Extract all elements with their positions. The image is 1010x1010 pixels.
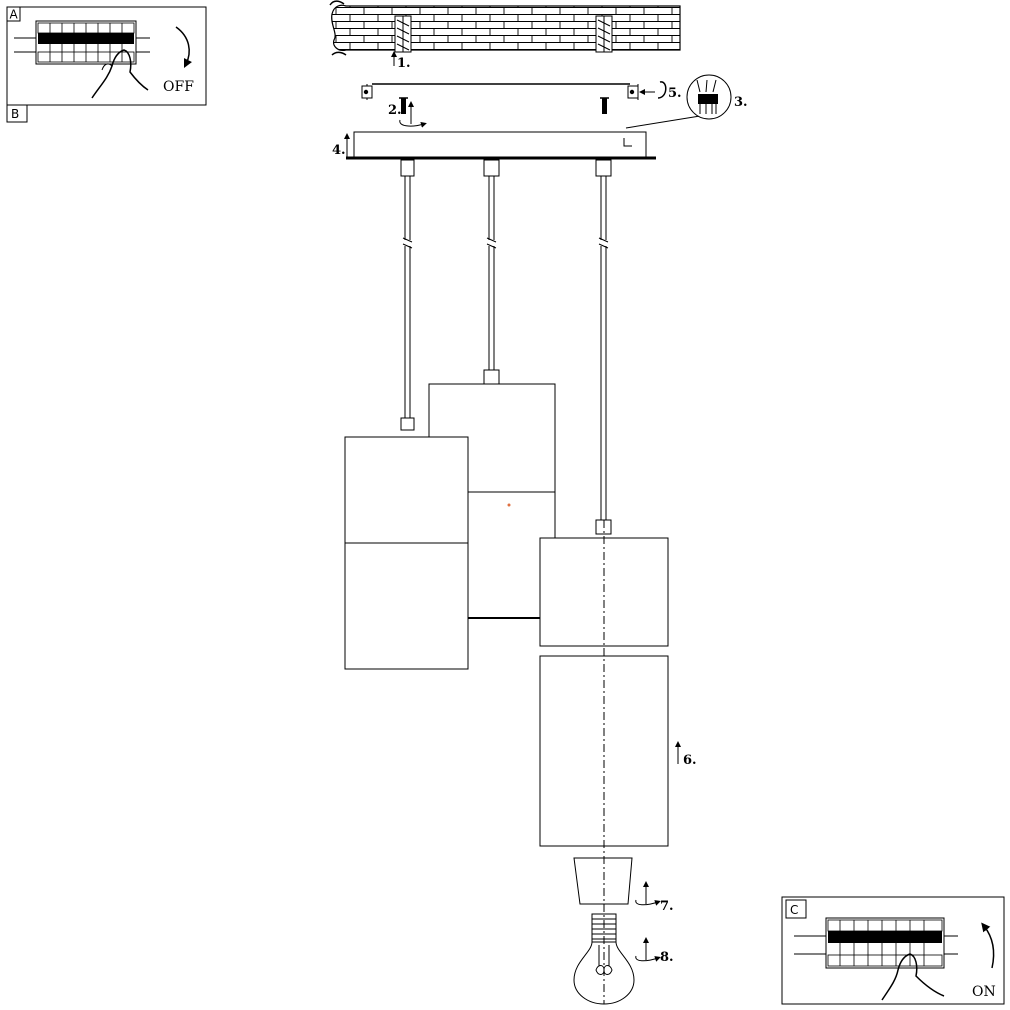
step-1-label: 1. <box>397 56 411 71</box>
lamp-ring-icon <box>573 857 633 905</box>
step-3-label: 3. <box>734 95 748 110</box>
hand-icon <box>881 953 945 1001</box>
pendant-cable-left <box>400 159 415 431</box>
panel-b-tag: B <box>11 107 19 121</box>
breaker-on-panel: C ON <box>781 896 1005 1005</box>
panel-c-tag: C <box>790 903 798 917</box>
hand-icon <box>91 49 149 99</box>
mounting-bracket-icon <box>361 83 639 100</box>
step-8-label: 8. <box>660 950 674 965</box>
wiring-detail-icon <box>625 74 732 129</box>
ceiling-brick-icon <box>329 0 681 56</box>
panel-a-state: OFF <box>163 79 194 95</box>
breaker-block-icon <box>794 917 958 969</box>
breaker-block-icon <box>14 20 150 65</box>
breaker-off-panel: A B OFF <box>6 6 207 123</box>
rotate-down-arrow-icon <box>175 26 193 69</box>
canopy-icon <box>346 131 656 160</box>
panel-c-state: ON <box>972 984 996 1000</box>
rotate-arrow-icon <box>399 119 427 128</box>
screw-icon <box>399 97 408 114</box>
wall-plug-icon <box>595 15 613 53</box>
step-6-label: 6. <box>683 753 697 768</box>
rotate-up-arrow-icon <box>981 922 995 969</box>
pendant-cable-right <box>595 159 612 535</box>
rotate-arrow-icon <box>635 899 661 906</box>
step-4-label: 4. <box>332 143 346 158</box>
rotate-arrow-icon <box>657 81 667 99</box>
step-2-label: 2. <box>388 103 402 118</box>
step-7-label: 7. <box>660 899 674 914</box>
wall-plug-icon <box>394 15 412 53</box>
shade-left <box>344 436 469 670</box>
pendant-cable-middle <box>483 159 500 385</box>
step-5-label: 5. <box>668 86 682 101</box>
panel-a-tag: A <box>10 8 19 22</box>
rotate-arrow-icon <box>635 955 661 962</box>
screw-icon <box>600 97 609 114</box>
